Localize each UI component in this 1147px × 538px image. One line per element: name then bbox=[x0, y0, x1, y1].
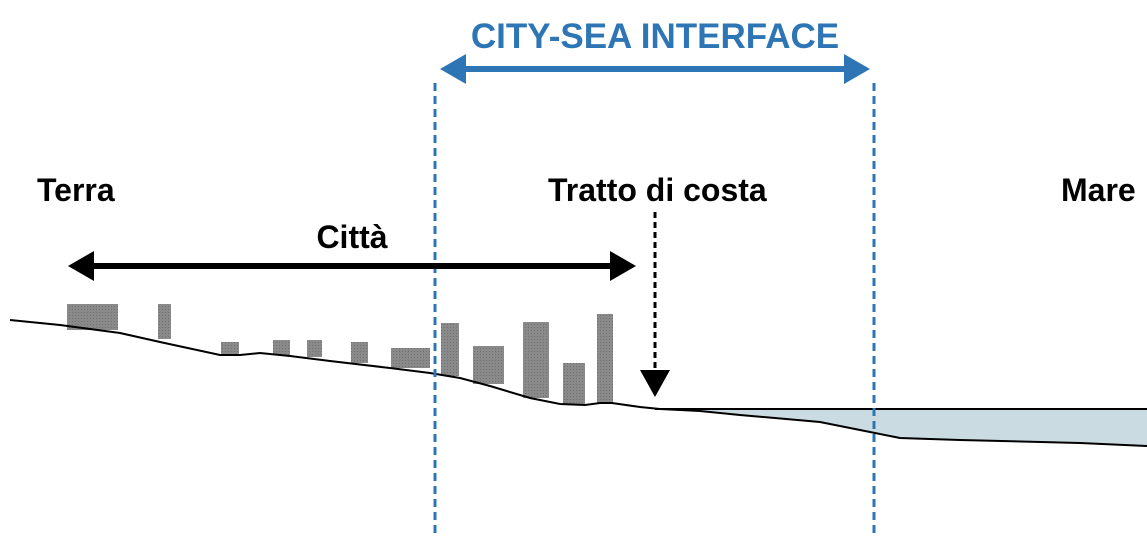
sea-label: Mare bbox=[1061, 172, 1136, 208]
building bbox=[597, 314, 613, 403]
city-arrow bbox=[68, 251, 636, 281]
terrain-profile bbox=[9, 319, 701, 412]
building bbox=[307, 340, 322, 357]
building bbox=[221, 342, 239, 355]
building bbox=[563, 363, 585, 404]
building bbox=[67, 304, 118, 330]
building bbox=[351, 342, 368, 363]
building bbox=[523, 322, 549, 398]
building bbox=[273, 340, 290, 355]
building bbox=[473, 346, 504, 384]
seabed-line bbox=[699, 410, 1147, 447]
building bbox=[441, 323, 459, 376]
coast-label: Tratto di costa bbox=[548, 172, 767, 208]
building bbox=[391, 348, 430, 368]
land-label: Terra bbox=[37, 172, 115, 208]
city-label: Città bbox=[316, 219, 387, 255]
building bbox=[158, 304, 171, 339]
interface-label: CITY-SEA INTERFACE bbox=[471, 17, 839, 56]
buildings bbox=[67, 304, 613, 404]
interface-arrow bbox=[440, 54, 870, 84]
coast-arrow bbox=[640, 212, 670, 397]
